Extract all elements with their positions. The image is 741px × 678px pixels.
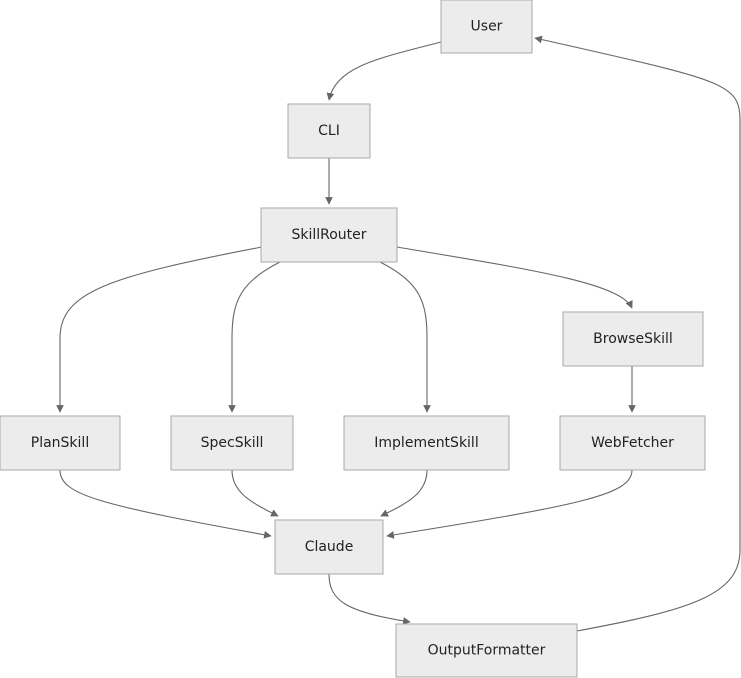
node-specskill: SpecSkill	[170, 415, 294, 471]
edge-skillrouter-to-planskill	[56, 246, 263, 413]
node-planskill: PlanSkill	[0, 415, 121, 471]
edge-skillrouter-to-implementskill	[379, 261, 431, 413]
node-webfetcher: WebFetcher	[559, 415, 706, 471]
edge-skillrouter-to-specskill	[228, 261, 281, 413]
edge-planskill-to-claude	[59, 469, 272, 539]
node-label: WebFetcher	[591, 435, 674, 451]
node-skillrouter: SkillRouter	[260, 207, 398, 263]
edge-webfetcher-to-claude	[386, 469, 633, 539]
node-label: PlanSkill	[31, 435, 89, 451]
edge-skillrouter-to-browseskill	[396, 246, 633, 309]
node-label: BrowseSkill	[593, 331, 673, 347]
edge-specskill-to-claude	[231, 469, 279, 517]
node-label: SpecSkill	[201, 435, 264, 451]
node-label: SkillRouter	[291, 227, 366, 243]
edge-implementskill-to-claude	[380, 469, 428, 517]
edge-claude-to-outputformatter	[328, 573, 411, 625]
edge-outputformatter-to-user	[534, 35, 741, 632]
node-claude: Claude	[274, 519, 384, 575]
node-outputformatter: OutputFormatter	[395, 623, 578, 678]
node-implementskill: ImplementSkill	[343, 415, 510, 471]
node-label: User	[471, 19, 503, 35]
node-user: User	[440, 0, 533, 54]
edge-user-to-cli	[326, 41, 442, 101]
node-cli: CLI	[287, 103, 371, 159]
node-browseskill: BrowseSkill	[562, 311, 704, 367]
node-label: ImplementSkill	[374, 435, 478, 451]
node-label: Claude	[305, 539, 354, 555]
node-label: OutputFormatter	[428, 643, 546, 659]
node-label: CLI	[318, 123, 340, 139]
